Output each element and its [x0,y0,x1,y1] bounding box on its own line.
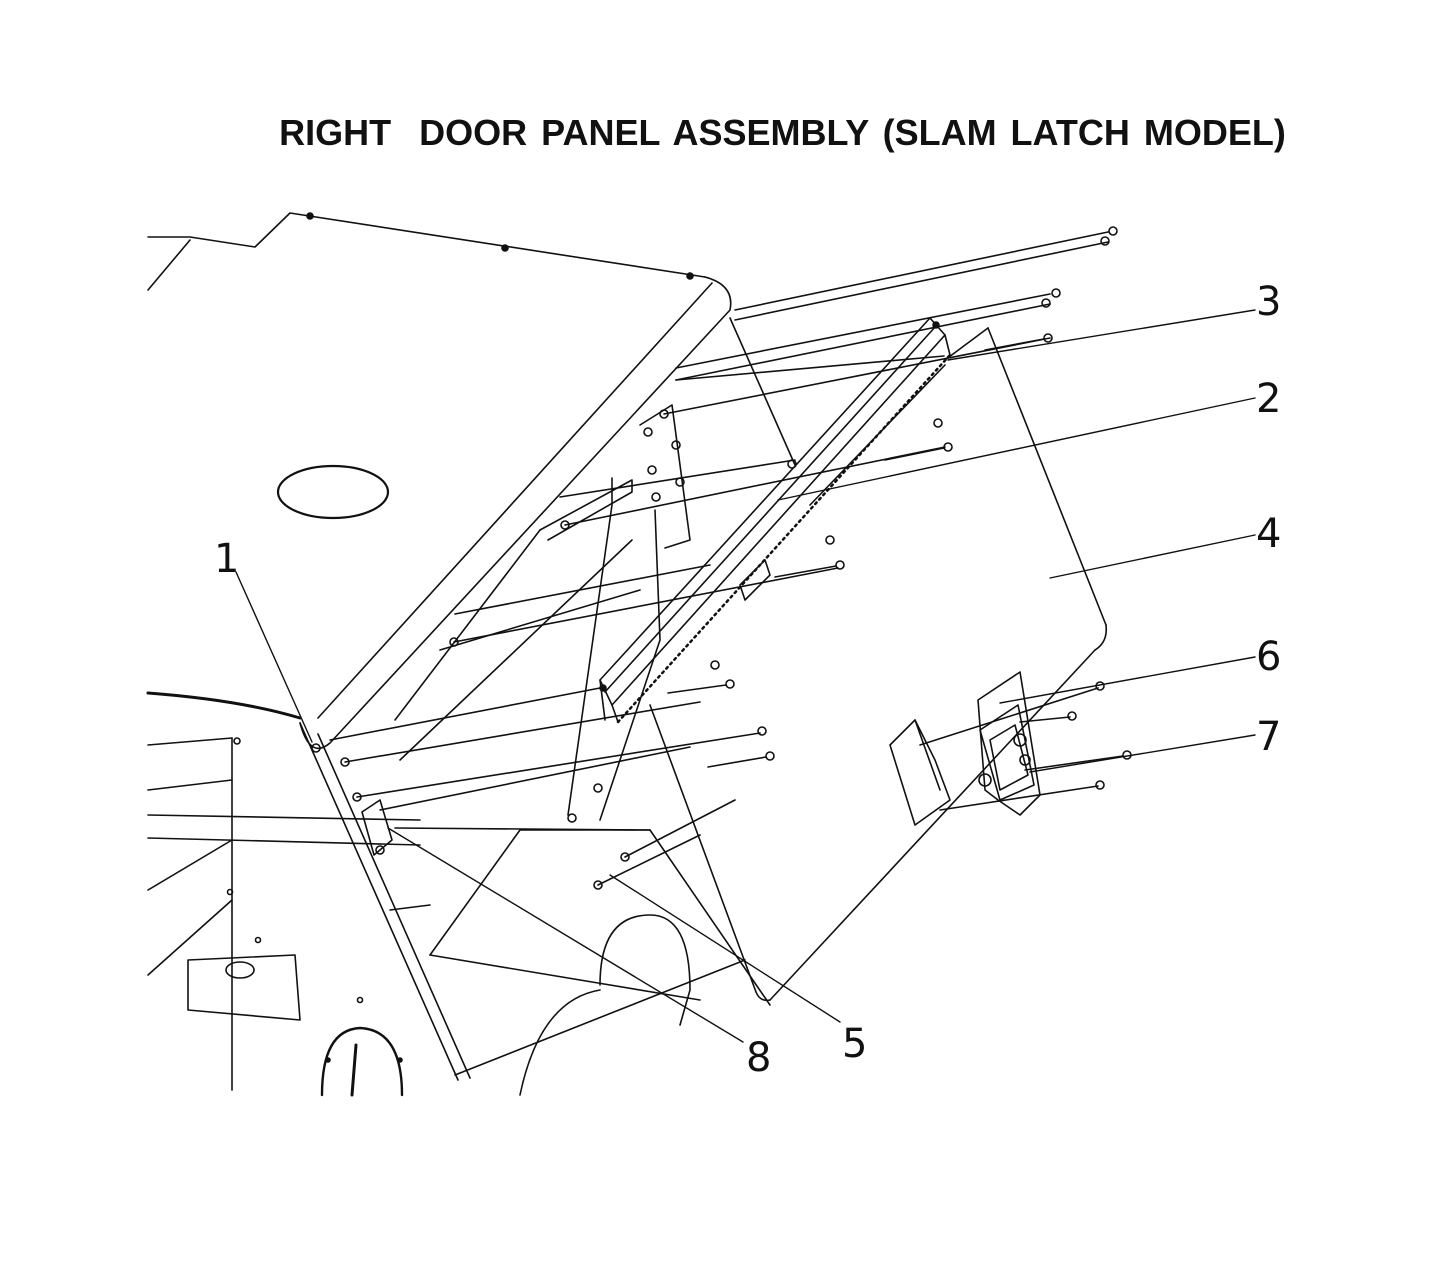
fasteners [311,226,1132,890]
lower-structure [389,827,771,1096]
callout-7: 7 [1256,714,1281,760]
door-panel-part-4 [649,327,1108,1002]
callout-8: 8 [746,1035,771,1081]
callout-4: 4 [1256,511,1281,557]
callout-2: 2 [1256,376,1281,422]
frame-braces [394,404,691,821]
diagram-title: RIGHT DOOR PANEL ASSEMBLY (SLAM LATCH MO… [279,112,1286,153]
slam-latch-part-6-7 [889,671,1041,826]
top-panel-opening [276,464,390,520]
callout-1: 1 [214,536,239,582]
callout-6: 6 [1256,634,1281,680]
top-enclosure-panel [147,212,732,749]
leader-lines [235,309,1256,1043]
side-frame [146,691,471,1097]
callout-3: 3 [1256,279,1281,325]
hinge-strip-part-2 [599,317,952,724]
callout-5: 5 [842,1021,867,1067]
